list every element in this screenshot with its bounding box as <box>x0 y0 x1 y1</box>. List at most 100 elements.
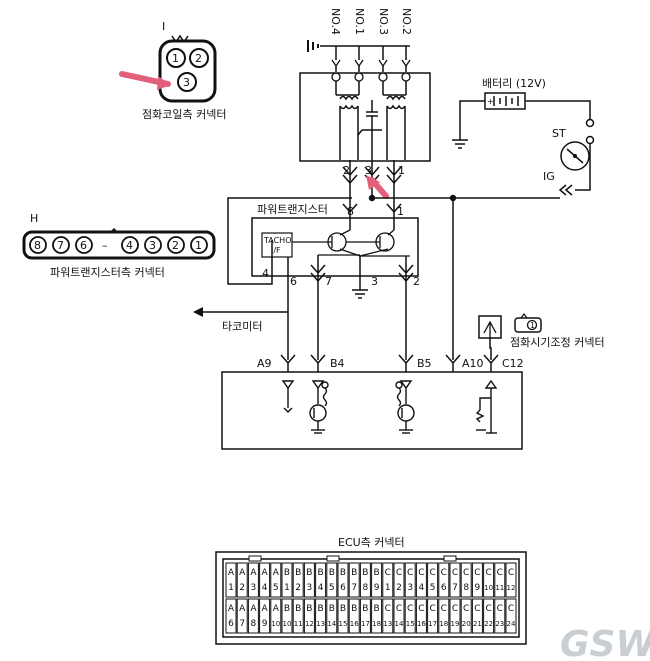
ecu-box <box>221 371 523 450</box>
ecu-pin-letter: C <box>385 568 391 578</box>
ecu-pin-cell <box>259 562 271 598</box>
svg-text:TACHO: TACHO <box>263 236 292 245</box>
spark-plug-icons <box>331 59 411 82</box>
ecu-pin-number: 1 <box>385 583 391 593</box>
ecu-pin-number: 7 <box>239 619 245 629</box>
ecu-pin-number: 7 <box>452 583 458 593</box>
ecu-pin-number: 4 <box>419 583 425 593</box>
power-transistor-wiring <box>200 197 414 360</box>
ecu-pin-cell <box>404 598 416 634</box>
ecu-terminal-a9: A9 <box>257 357 272 370</box>
pt-terminal-2: 2 <box>413 275 420 288</box>
coil-label-no1: NO.1 <box>353 8 366 35</box>
ecu-pin-cell <box>371 562 383 598</box>
coil-label-no2: NO.2 <box>400 8 413 35</box>
ecu-pin-cell <box>348 598 360 634</box>
ecu-pin-number: 16 <box>417 620 426 628</box>
ecu-pin-letter: C <box>429 568 435 578</box>
ecu-pin-letter: A <box>239 568 246 578</box>
ecu-pin-number: 9 <box>475 583 481 593</box>
ignition-coil-assembly <box>299 72 431 162</box>
ecu-pin-number: 8 <box>251 619 257 629</box>
ecu-pin-number: 4 <box>262 583 268 593</box>
ecu-pin-letter: C <box>385 604 391 614</box>
ecu-connector-pins: A1A2A3A4A5B1B2B3B4B5B6B7B8B9C1C2C3C4C5C6… <box>225 562 517 634</box>
ecu-pin-letter: C <box>452 604 458 614</box>
ecu-pin-cell <box>315 598 327 634</box>
ecu-pin-letter: A <box>250 604 257 614</box>
ecu-pin-number: 21 <box>473 620 482 628</box>
ecu-pin-letter: B <box>374 604 380 614</box>
ecu-pin-letter: A <box>273 604 280 614</box>
ecu-pin-letter: A <box>228 568 235 578</box>
ecu-pin-number: 13 <box>383 620 392 628</box>
ecu-pin-number: 15 <box>339 620 348 628</box>
ecu-pin-number: 13 <box>316 620 325 628</box>
ecu-pin-number: 2 <box>295 583 301 593</box>
ecu-pin-cell <box>270 598 282 634</box>
ecu-pin-number: 16 <box>350 620 359 628</box>
timing-connector-label: 점화시기조정 커넥터 <box>510 336 605 349</box>
ecu-pin-letter: C <box>508 604 514 614</box>
ecu-pin-number: 11 <box>495 584 504 592</box>
ecu-pin-number: 6 <box>441 583 447 593</box>
coil-label-no3: NO.3 <box>377 8 390 35</box>
ecu-pin-number: 15 <box>406 620 415 628</box>
ecu-pin-cell <box>359 598 371 634</box>
ecu-pin-number: 19 <box>451 620 460 628</box>
ecu-pin-letter: C <box>474 568 480 578</box>
ecu-pin-cell <box>281 598 293 634</box>
pt-terminal-3: 3 <box>371 275 378 288</box>
ecu-pin-number: 18 <box>372 620 381 628</box>
ecu-pin-cell <box>483 598 495 634</box>
ecu-pin-cell <box>236 598 248 634</box>
ecu-pin-letter: B <box>318 568 324 578</box>
ecu-connector: ECU측 커넥터 A1A2A3A4A5B1B2B3B4B5B6B7B8B9C1C… <box>215 536 527 645</box>
ecu-pin-number: 18 <box>439 620 448 628</box>
ecu-pin-number: 17 <box>428 620 437 628</box>
ecu-pin-cell <box>247 562 259 598</box>
ecu-pin-cell <box>494 598 506 634</box>
ecu-pin-letter: A <box>262 568 269 578</box>
ecu-pin-letter: A <box>273 568 280 578</box>
ecu-terminal-b5: B5 <box>417 357 432 370</box>
ecu-pin-cell <box>303 598 315 634</box>
ecu-pin-number: 8 <box>463 583 469 593</box>
ecu-pin-cell <box>281 562 293 598</box>
ecu-pin-cell <box>460 598 472 634</box>
ecu-pin-cell <box>225 562 237 598</box>
coil-pin-3 <box>177 72 197 92</box>
ecu-pin-number: 17 <box>361 620 370 628</box>
pt-connector-body <box>22 230 216 260</box>
switch-st-label: ST <box>552 127 566 140</box>
ecu-pin-letter: C <box>497 604 503 614</box>
pt-pin-8: 8 <box>34 239 41 252</box>
ecu-pin-number: 1 <box>284 583 290 593</box>
ecu-pin-number: 23 <box>495 620 504 628</box>
ecu-pin-letter: C <box>441 568 447 578</box>
ecu-pin-letter: C <box>452 568 458 578</box>
ecu-pin-number: 10 <box>283 620 292 628</box>
ecu-pin-number: 10 <box>484 584 493 592</box>
ecu-pin-cell <box>292 562 304 598</box>
ecu-pin-letter: A <box>262 604 269 614</box>
ecu-pin-cell <box>326 598 338 634</box>
tachometer-label: 타코미터 <box>222 320 262 333</box>
ecu-pin-letter: C <box>407 568 413 578</box>
ecu-pin-letter: C <box>485 568 491 578</box>
ecu-terminal-b4: B4 <box>330 357 345 370</box>
pt-terminal-4: 4 <box>262 267 269 280</box>
ecu-pin-cell <box>415 598 427 634</box>
ecu-pin-letter: C <box>508 568 514 578</box>
ecu-connector-title: ECU측 커넥터 <box>338 536 405 549</box>
ecu-pin-cell <box>471 562 483 598</box>
ecu-pin-letter: B <box>306 604 312 614</box>
ecu-pin-letter: B <box>340 604 346 614</box>
pt-pin-4: 4 <box>126 239 133 252</box>
ecu-pin-cell <box>247 598 259 634</box>
coil-pin-2 <box>189 48 209 68</box>
coil-terminal-wires <box>342 130 402 208</box>
ecu-pin-letter: C <box>418 604 424 614</box>
pt-pin-2: 2 <box>172 239 179 252</box>
ecu-pin-letter: A <box>250 568 257 578</box>
